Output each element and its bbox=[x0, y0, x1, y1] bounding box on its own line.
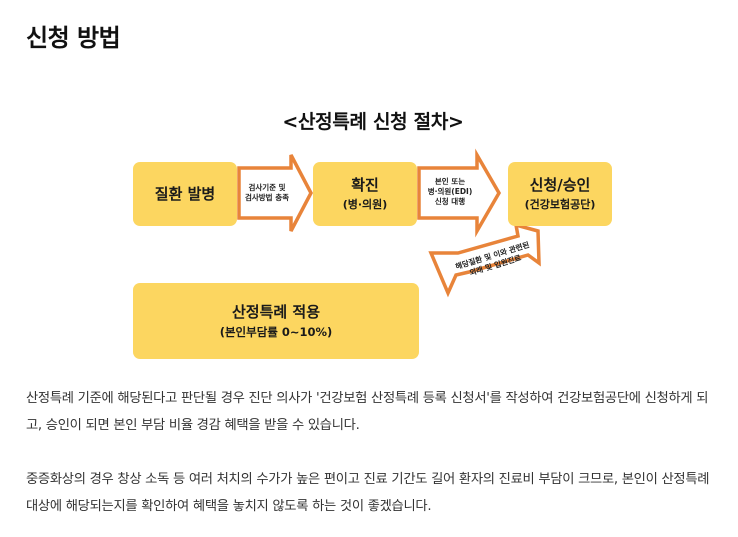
step-confirm-box: 확진 (병·의원) bbox=[313, 162, 417, 226]
procedure-diagram: <산정특례 신청 절차> 질환 발병 확진 (병·의원) 신청/승인 (건강보험… bbox=[123, 103, 623, 365]
paragraph-1: 산정특례 기준에 해당된다고 판단될 경우 진단 의사가 '건강보험 산정특례 … bbox=[26, 391, 709, 433]
paragraph-2: 중증화상의 경우 창상 소독 등 여러 처치의 수가가 높은 편이고 진료 기간… bbox=[26, 472, 710, 514]
diagram-title: <산정특례 신청 절차> bbox=[282, 111, 464, 133]
step-apply-sub: (건강보험공단) bbox=[524, 198, 596, 211]
step-confirm-sub: (병·의원) bbox=[342, 198, 388, 211]
step-disease-label: 질환 발병 bbox=[154, 185, 216, 203]
page-title: 신청 방법 bbox=[26, 24, 121, 52]
flow-arrows bbox=[237, 148, 541, 298]
step-apply-box: 신청/승인 (건강보험공단) bbox=[508, 162, 612, 226]
step-disease-box: 질환 발병 bbox=[133, 162, 237, 226]
arrow-confirm-to-apply bbox=[417, 148, 502, 238]
arrow2-label: 본인 또는 병·의원(EDI) 신청 대행 bbox=[427, 177, 473, 206]
arrow-apply-to-result bbox=[428, 222, 541, 298]
step-result-box: 산정특례 적용 (본인부담률 0~10%) bbox=[133, 283, 419, 359]
arrow1-label: 검사기준 및 검사방법 충족 bbox=[244, 183, 289, 202]
step-result-label: 산정특례 적용 bbox=[231, 303, 321, 321]
arrow-disease-to-confirm bbox=[237, 154, 313, 232]
step-confirm-label: 확진 bbox=[351, 176, 379, 194]
step-result-sub: (본인부담률 0~10%) bbox=[219, 325, 333, 339]
step-apply-label: 신청/승인 bbox=[529, 176, 591, 194]
